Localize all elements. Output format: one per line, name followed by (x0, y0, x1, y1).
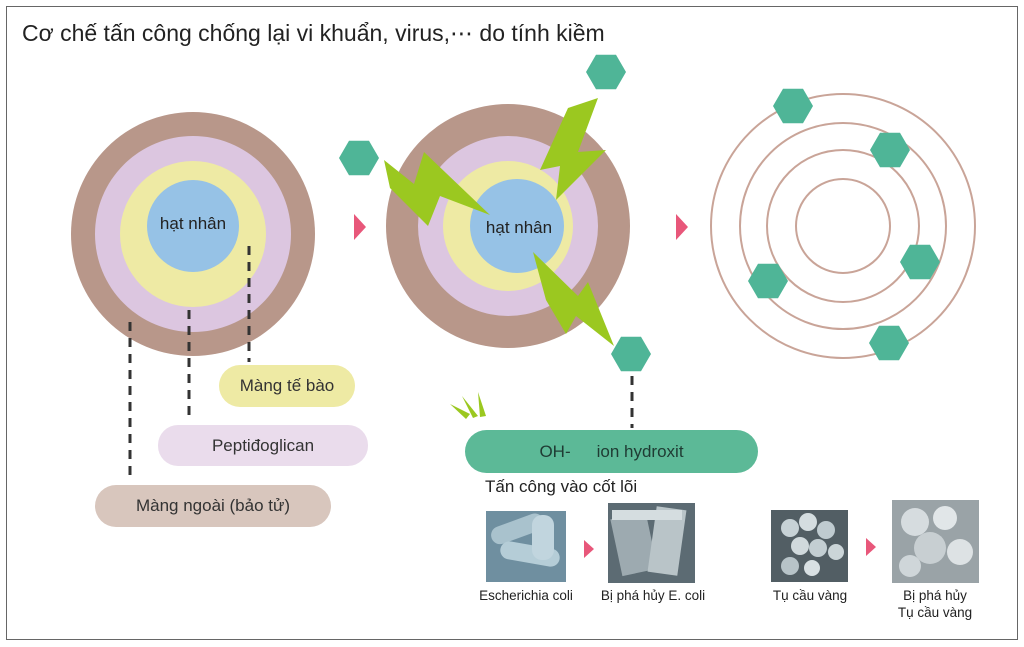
oh-label: OH- (539, 441, 571, 461)
caption-staph: Tụ cầu vàng (772, 588, 848, 603)
hexagon-ion-icon (611, 336, 651, 372)
hexagon-ion-icon (339, 140, 379, 176)
bacterium-attacked: hạt nhân (339, 54, 651, 428)
nucleus (147, 180, 239, 272)
caption-line: Bị phá hủy (903, 588, 967, 603)
ring-core (795, 178, 891, 274)
label-text: Màng tế bào (239, 376, 335, 395)
label-cell-membrane: Màng tế bào (219, 365, 355, 407)
bacterium-intact: hạt nhân (71, 112, 315, 482)
attack-label: Tấn công vào cốt lõi (485, 477, 638, 496)
photo-staph-destroyed (892, 500, 979, 583)
spark-mark-icon (462, 396, 478, 418)
label-outer-membrane: Màng ngoài (bảo tử) (95, 485, 331, 527)
label-text: Peptiđoglican (211, 435, 315, 455)
hexagon-ion-icon (869, 325, 909, 361)
lightning-bolt-left (384, 152, 490, 226)
caption-line: Tụ cầu vàng (897, 605, 973, 620)
caption-ecoli: Escherichia coli (479, 588, 573, 603)
hexagon-ion-icon (773, 88, 813, 124)
arrow-right-1 (354, 214, 366, 240)
nucleus-label: hạt nhân (160, 214, 226, 233)
ring-middle (739, 122, 947, 330)
arrow-right-small (866, 538, 876, 556)
ring-outer (710, 93, 976, 359)
bacterium-destroyed (710, 93, 976, 359)
ring-inner (766, 149, 920, 303)
lightning-bolt-top (540, 98, 606, 200)
caption-staph-destroyed: Bị phá hủy Tụ cầu vàng (880, 587, 990, 621)
arrow-right-small (584, 540, 594, 558)
nucleus-label: hạt nhân (486, 218, 552, 237)
spark-mark-icon (450, 404, 470, 419)
hydroxide-ion-pill: OH- ion hydroxit (465, 430, 758, 473)
photo-ecoli (486, 511, 566, 582)
label-peptidoglycan: Peptiđoglican (158, 425, 368, 466)
hexagon-ion-icon (748, 263, 788, 299)
caption-ecoli-destroyed: Bị phá hủy E. coli (600, 588, 706, 603)
spark-mark-icon (478, 392, 486, 417)
nucleus (470, 179, 564, 273)
hexagon-ion-icon (586, 54, 626, 90)
label-text: Màng ngoài (bảo tử) (135, 496, 291, 515)
lightning-bolt-bottom (533, 252, 614, 346)
hexagon-ion-icon (870, 132, 910, 168)
arrow-right-2 (676, 214, 688, 240)
figure-title: Cơ chế tấn công chống lại vi khuẩn, viru… (22, 20, 605, 46)
ion-label: ion hydroxit (596, 441, 684, 461)
photo-staph (771, 510, 848, 582)
photo-ecoli-destroyed (608, 503, 695, 583)
